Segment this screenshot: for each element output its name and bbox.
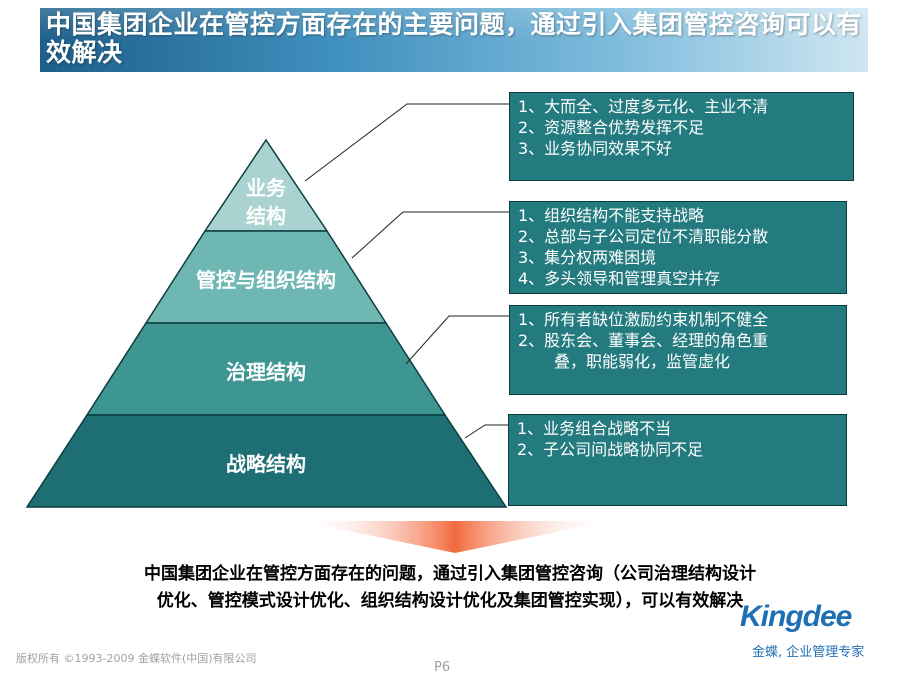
tier-label-business: 业务 结构 — [246, 176, 286, 228]
issue-box-governance-org: 1、组织结构不能支持战略 2、总部与子公司定位不清职能分散 3、集分权两难困境 … — [509, 201, 847, 294]
issue-item: 1、业务组合战略不当 — [517, 419, 672, 438]
copyright-notice: 版权所有 ©1993-2009 金蝶软件(中国)有限公司 — [16, 652, 257, 665]
issue-item: 2、子公司间战略协同不足 — [517, 440, 704, 459]
issue-box-corporate-governance: 1、所有者缺位激励约束机制不健全 2、股东会、董事会、经理的角色重 叠，职能弱化… — [509, 305, 847, 395]
issue-box-business: 1、大而全、过度多元化、主业不清 2、资源整合优势发挥不足 3、业务协同效果不好 — [509, 92, 854, 181]
connector-line-2 — [351, 211, 510, 259]
title-banner: 中国集团企业在管控方面存在的主要问题，通过引入集团管控咨询可以有效解决 — [40, 8, 868, 72]
tier-label-governance-org: 管控与组织结构 — [196, 268, 336, 292]
issue-item: 1、组织结构不能支持战略 — [518, 206, 705, 225]
tier-label-corporate-governance: 治理结构 — [226, 360, 306, 384]
transition-arrow-band — [300, 521, 610, 553]
issue-item: 3、集分权两难困境 — [518, 248, 657, 267]
connector-line-1 — [304, 103, 510, 182]
issue-item: 2、总部与子公司定位不清职能分散 — [518, 227, 769, 246]
kingdee-logo: Kingdee — [740, 600, 852, 633]
logo-tagline: 金蝶, 企业管理专家 — [752, 645, 865, 660]
pyramid-tier-strategy — [25, 414, 508, 508]
connector-line-3 — [405, 315, 510, 365]
issue-box-strategy: 1、业务组合战略不当 2、子公司间战略协同不足 — [508, 414, 847, 506]
conclusion-text: 中国集团企业在管控方面存在的问题，通过引入集团管控咨询（公司治理结构设计 优化、… — [144, 564, 756, 611]
issue-item: 2、股东会、董事会、经理的角色重 — [518, 331, 769, 350]
page-number: P6 — [434, 660, 451, 675]
issue-item: 1、大而全、过度多元化、主业不清 — [518, 97, 769, 116]
issue-item: 3、业务协同效果不好 — [518, 139, 673, 158]
tier-label-strategy: 战略结构 — [226, 452, 306, 476]
issue-item: 2、资源整合优势发挥不足 — [518, 118, 705, 137]
issue-item: 4、多头领导和管理真空并存 — [518, 269, 721, 288]
issue-item: 叠，职能弱化，监管虚化 — [554, 352, 731, 371]
connector-line-4 — [464, 424, 510, 439]
issue-item: 1、所有者缺位激励约束机制不健全 — [518, 310, 769, 329]
